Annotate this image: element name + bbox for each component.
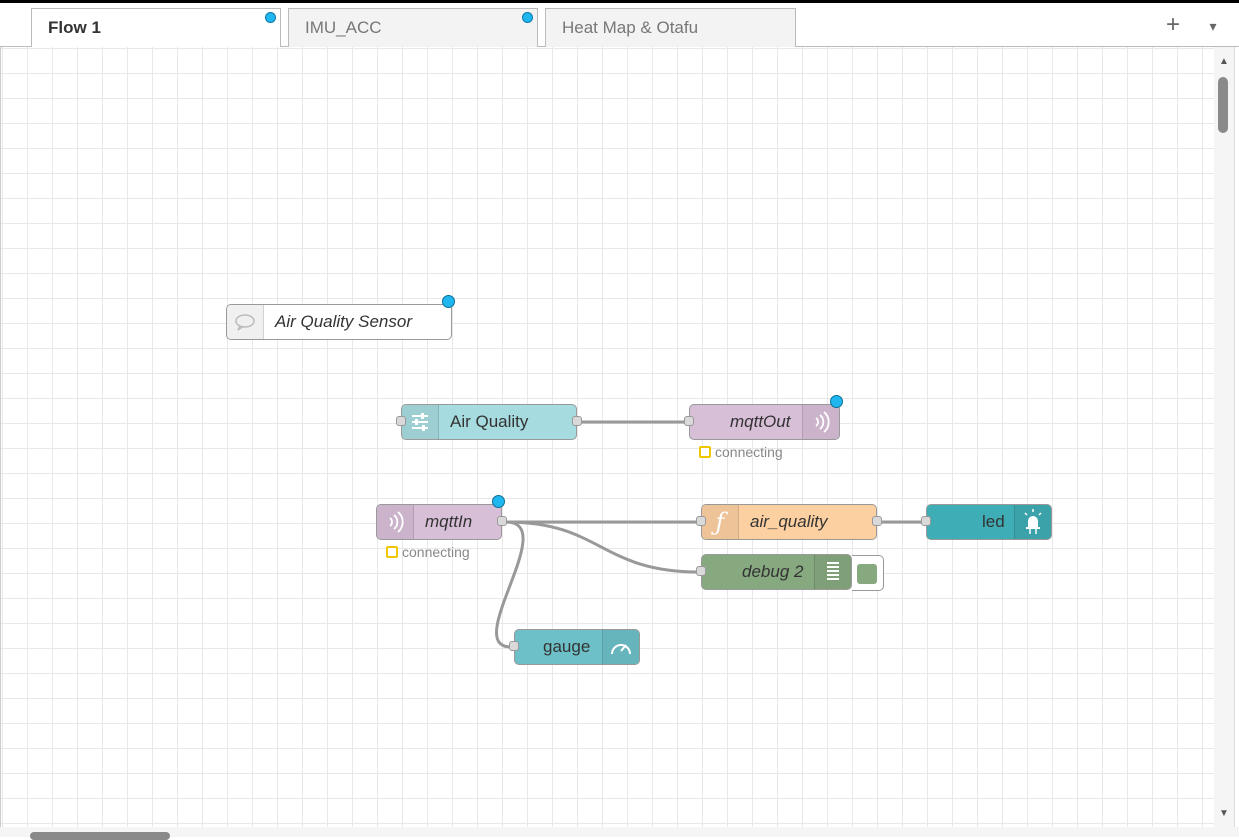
scroll-up-icon[interactable]: ▲ (1219, 56, 1229, 67)
mqtt-out-status: connecting (699, 444, 783, 460)
node-changed-dot (492, 495, 505, 508)
node-label: mqttIn (425, 512, 473, 531)
mqtt-icon-area (377, 505, 414, 539)
input-port[interactable] (696, 516, 706, 526)
wire-mqttin-to-gauge[interactable] (495, 520, 525, 649)
tab-flow-1[interactable]: Flow 1 (31, 8, 281, 48)
input-port[interactable] (396, 416, 406, 426)
output-port[interactable] (497, 516, 507, 526)
plus-icon: + (1165, 11, 1180, 38)
vertical-scroll-thumb[interactable] (1218, 77, 1228, 133)
sliders-icon (412, 413, 428, 431)
node-label: Air Quality (450, 412, 529, 431)
output-port[interactable] (572, 416, 582, 426)
horizontal-scroll-thumb[interactable] (30, 832, 170, 840)
comment-icon-area (227, 305, 264, 339)
horizontal-scrollbar[interactable] (0, 827, 1239, 840)
tab-label: IMU_ACC (305, 18, 382, 37)
inject-icon-area (402, 405, 439, 439)
node-changed-dot (442, 295, 455, 308)
node-label: mqttOut (730, 412, 791, 431)
debug-node[interactable]: debug 2 (696, 554, 884, 591)
comment-node[interactable]: Air Quality Sensor (226, 295, 455, 340)
sidebar-edge (1234, 47, 1239, 837)
tab-list-menu-button[interactable]: ▾ (1202, 15, 1224, 37)
node-label: debug 2 (742, 562, 804, 581)
tab-label: Heat Map & Otafu (562, 18, 699, 37)
mqtt-in-node[interactable]: mqttIn (376, 495, 507, 540)
tab-heat-map-otafu[interactable]: Heat Map & Otafu (545, 8, 796, 47)
tab-imu-acc[interactable]: IMU_ACC (288, 8, 538, 47)
window-top-border (0, 0, 1239, 3)
wire-mqttin-to-debug[interactable] (505, 520, 699, 574)
input-port[interactable] (509, 641, 519, 651)
tab-label: Flow 1 (48, 18, 101, 37)
function-node-air-quality[interactable]: ƒ air_quality (696, 504, 882, 540)
led-icon-area (1014, 505, 1051, 539)
wireless-icon (815, 411, 830, 433)
led-node[interactable]: led (921, 504, 1052, 540)
list-icon (827, 562, 839, 580)
status-text: connecting (402, 544, 470, 560)
gauge-icon-area (602, 630, 639, 664)
gauge-node[interactable]: gauge (509, 629, 640, 665)
workspace-tabs: Flow 1 IMU_ACC Heat Map & Otafu + ▾ (0, 3, 1239, 48)
input-port[interactable] (684, 416, 694, 426)
speech-bubble-icon (235, 314, 255, 331)
input-port[interactable] (696, 566, 706, 576)
function-icon: ƒ (715, 508, 725, 536)
node-label: led (982, 512, 1005, 531)
function-icon-area: ƒ (702, 505, 739, 539)
output-port[interactable] (872, 516, 882, 526)
wires-layer (495, 420, 923, 649)
debug-toggle-indicator (857, 564, 877, 584)
vertical-scrollbar[interactable]: ▲ ▼ (1214, 47, 1234, 827)
mqtt-in-status: connecting (386, 544, 470, 560)
status-text: connecting (715, 444, 783, 460)
chevron-down-icon: ▾ (1209, 18, 1217, 34)
input-port[interactable] (921, 516, 931, 526)
node-label: air_quality (750, 512, 828, 531)
node-label: Air Quality Sensor (275, 312, 412, 331)
debug-toggle-button[interactable] (852, 555, 884, 591)
node-label: gauge (543, 637, 591, 656)
scroll-down-icon[interactable]: ▼ (1219, 808, 1229, 819)
node-changed-dot (830, 395, 843, 408)
tab-changed-dot (522, 12, 533, 23)
debug-icon-area (814, 555, 851, 589)
tab-changed-dot (265, 12, 276, 23)
led-icon (1024, 509, 1042, 534)
add-tab-button[interactable]: + (1162, 11, 1184, 38)
gauge-icon (611, 644, 631, 655)
mqtt-out-node[interactable]: mqttOut (684, 395, 843, 440)
status-square-icon (386, 546, 398, 558)
mqtt-icon-area (802, 405, 839, 439)
flow-canvas[interactable]: Air Quality Sensor Air Quality mqttOut (0, 47, 1214, 827)
status-square-icon (699, 446, 711, 458)
inject-node-air-quality[interactable]: Air Quality (396, 404, 582, 440)
wireless-icon (389, 511, 404, 533)
